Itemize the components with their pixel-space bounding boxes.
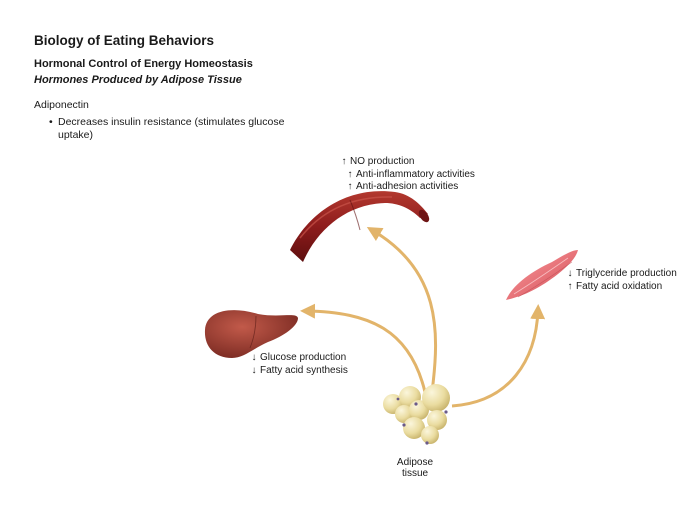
liver xyxy=(204,310,298,358)
effect-line: ↓Fatty acid synthesis xyxy=(250,365,348,378)
effect-text: Glucose production xyxy=(260,352,347,363)
adipose-tissue xyxy=(383,384,450,445)
effect-text: Fatty acid synthesis xyxy=(260,364,348,376)
effect-line: ↓Triglyceride production xyxy=(566,268,677,281)
effect-arrow: ↓ xyxy=(251,364,257,376)
effect-arrow: ↓ xyxy=(567,268,573,279)
vessel-effects: ↑NO production ↑Anti-inflammatory activi… xyxy=(340,156,475,194)
blood-vessel xyxy=(290,191,430,262)
liver-effects: ↓Glucose production ↓Fatty acid synthesi… xyxy=(250,352,348,377)
effect-line: ↑Anti-inflammatory activities xyxy=(340,169,475,182)
effect-text: Fatty acid oxidation xyxy=(576,280,663,292)
effect-text: Anti-adhesion activities xyxy=(356,181,459,192)
arrow-to-vessel xyxy=(366,226,438,393)
effect-arrow: ↑ xyxy=(347,181,353,192)
muscle-effects: ↓Triglyceride production ↑Fatty acid oxi… xyxy=(566,268,677,293)
section-title: Hormones Produced by Adipose Tissue xyxy=(34,74,242,86)
effect-text: NO production xyxy=(350,156,415,167)
adipose-label-line1: Adipose xyxy=(396,457,434,468)
bullet-dot: • xyxy=(49,116,53,128)
hormone-name: Adiponectin xyxy=(34,99,89,111)
effect-line: ↑NO production xyxy=(340,156,475,169)
effect-line: ↑Fatty acid oxidation xyxy=(566,281,677,294)
arrow-to-liver xyxy=(300,303,427,393)
adipose-label-line2: tissue xyxy=(401,468,429,479)
arrow-to-muscle xyxy=(451,304,546,408)
page-subtitle: Hormonal Control of Energy Homeostasis xyxy=(34,58,253,70)
effect-text: Anti-inflammatory activities xyxy=(356,168,475,180)
bullet-text: Decreases insulin resistance (stimulates… xyxy=(58,116,285,141)
effect-arrow: ↑ xyxy=(347,168,353,180)
hormone-bullet: • Decreases insulin resistance (stimulat… xyxy=(49,116,298,142)
muscle xyxy=(506,250,578,300)
effect-line: ↓Glucose production xyxy=(250,352,348,365)
effect-arrow: ↑ xyxy=(567,280,573,292)
effect-text: Triglyceride production xyxy=(576,268,677,279)
effect-arrow: ↑ xyxy=(341,156,347,167)
adipose-tissue-label: Adipose tissue xyxy=(388,457,442,479)
page-title: Biology of Eating Behaviors xyxy=(34,33,215,48)
effect-line: ↑Anti-adhesion activities xyxy=(340,181,475,194)
effect-arrow: ↓ xyxy=(251,352,257,363)
